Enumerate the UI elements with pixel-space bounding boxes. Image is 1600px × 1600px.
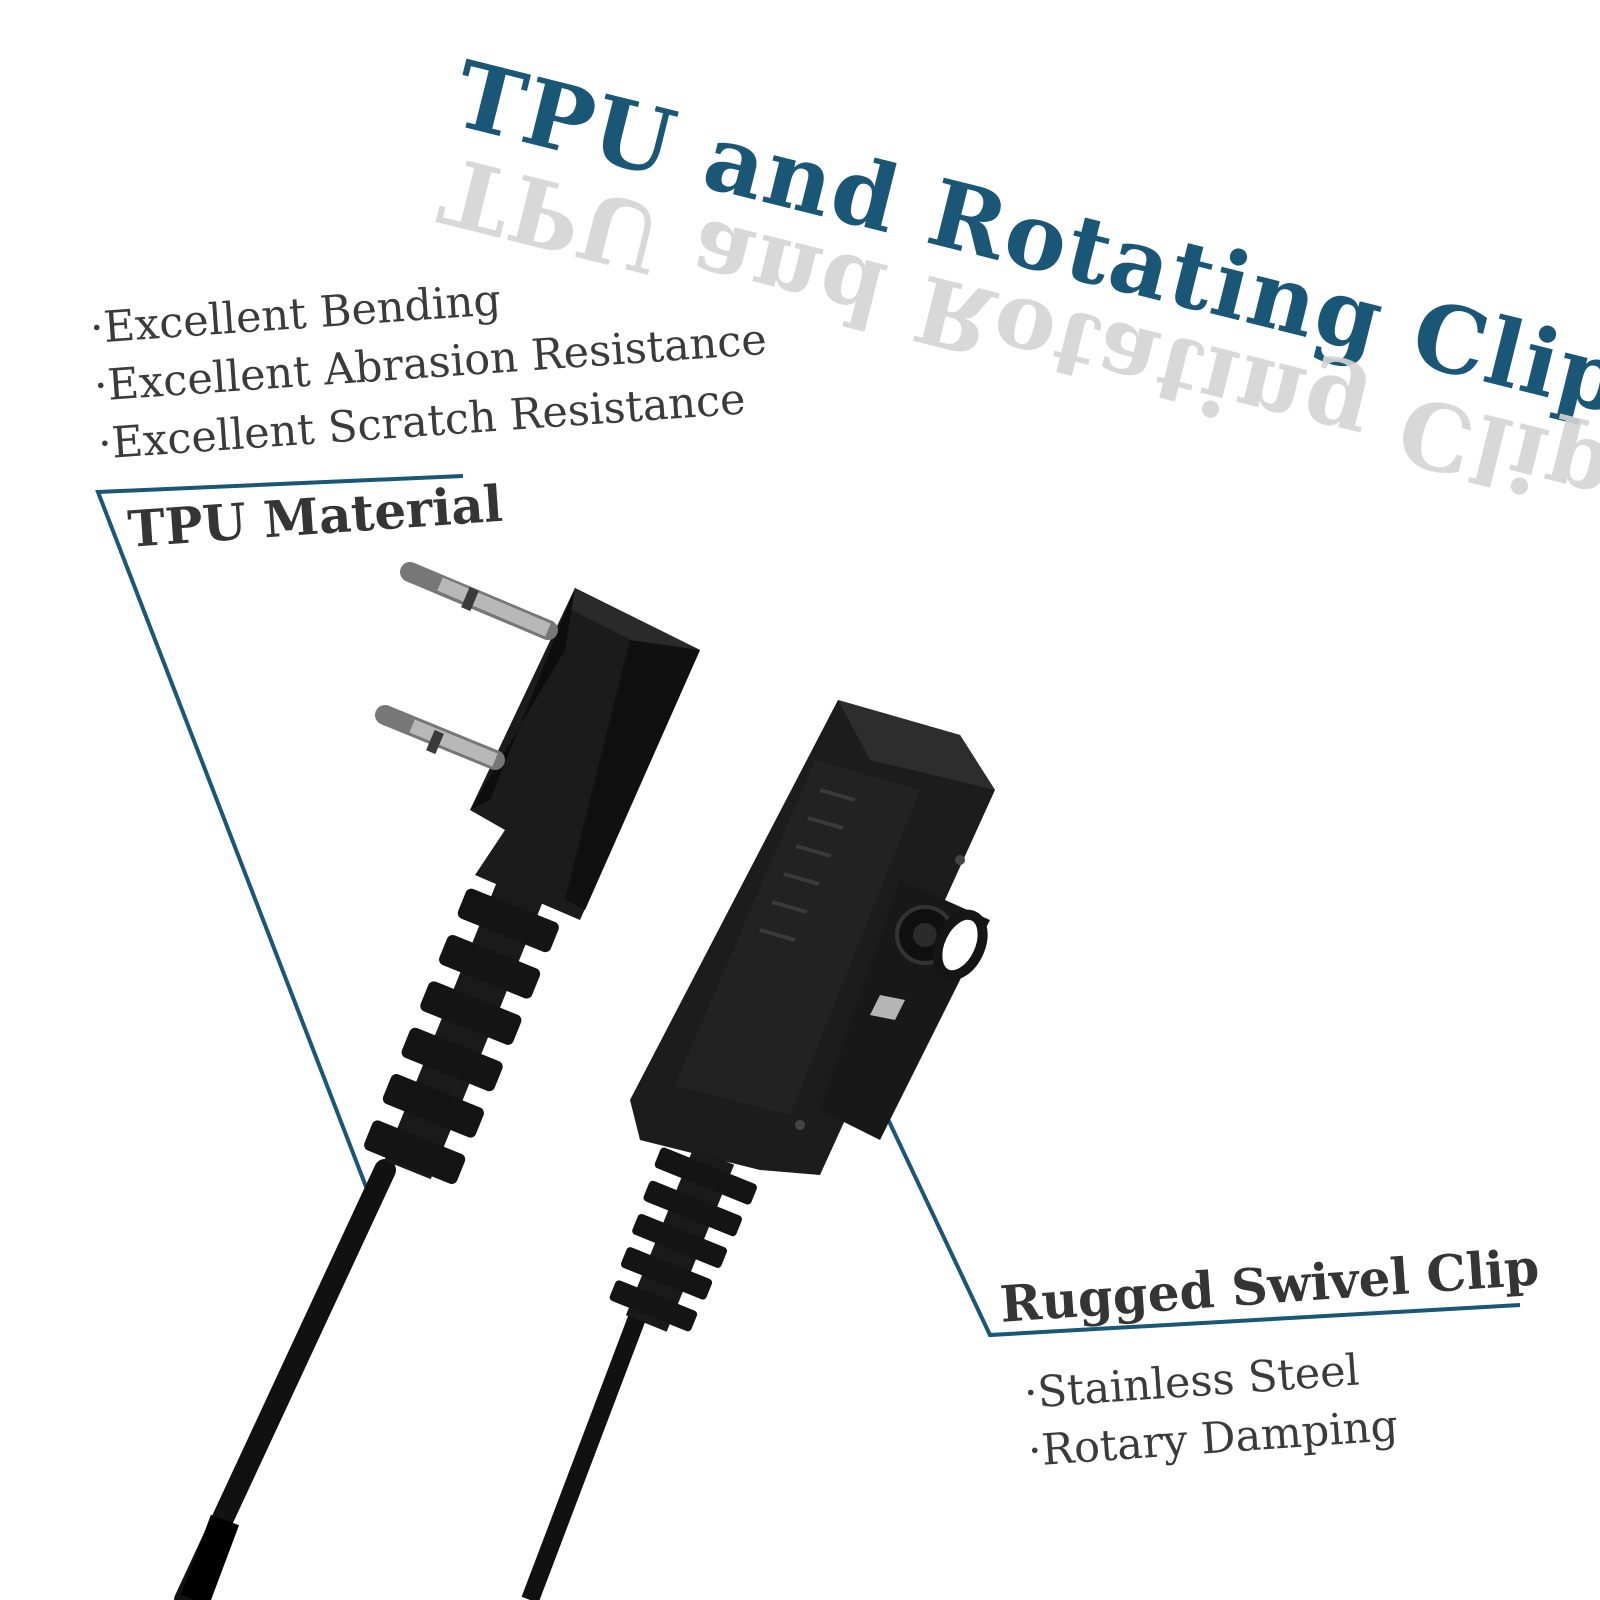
plug-pins — [375, 562, 558, 770]
swivel-clip — [820, 880, 990, 1140]
tpu-callout-line — [95, 474, 464, 1198]
clip-callout-line — [858, 1059, 1521, 1338]
plug-body — [470, 588, 700, 920]
plug-strain-relief — [364, 882, 559, 1184]
clip-strain-relief — [609, 1147, 757, 1332]
clip-housing — [630, 700, 995, 1175]
plug-cable — [174, 1159, 396, 1600]
clip-cable — [521, 1306, 649, 1600]
